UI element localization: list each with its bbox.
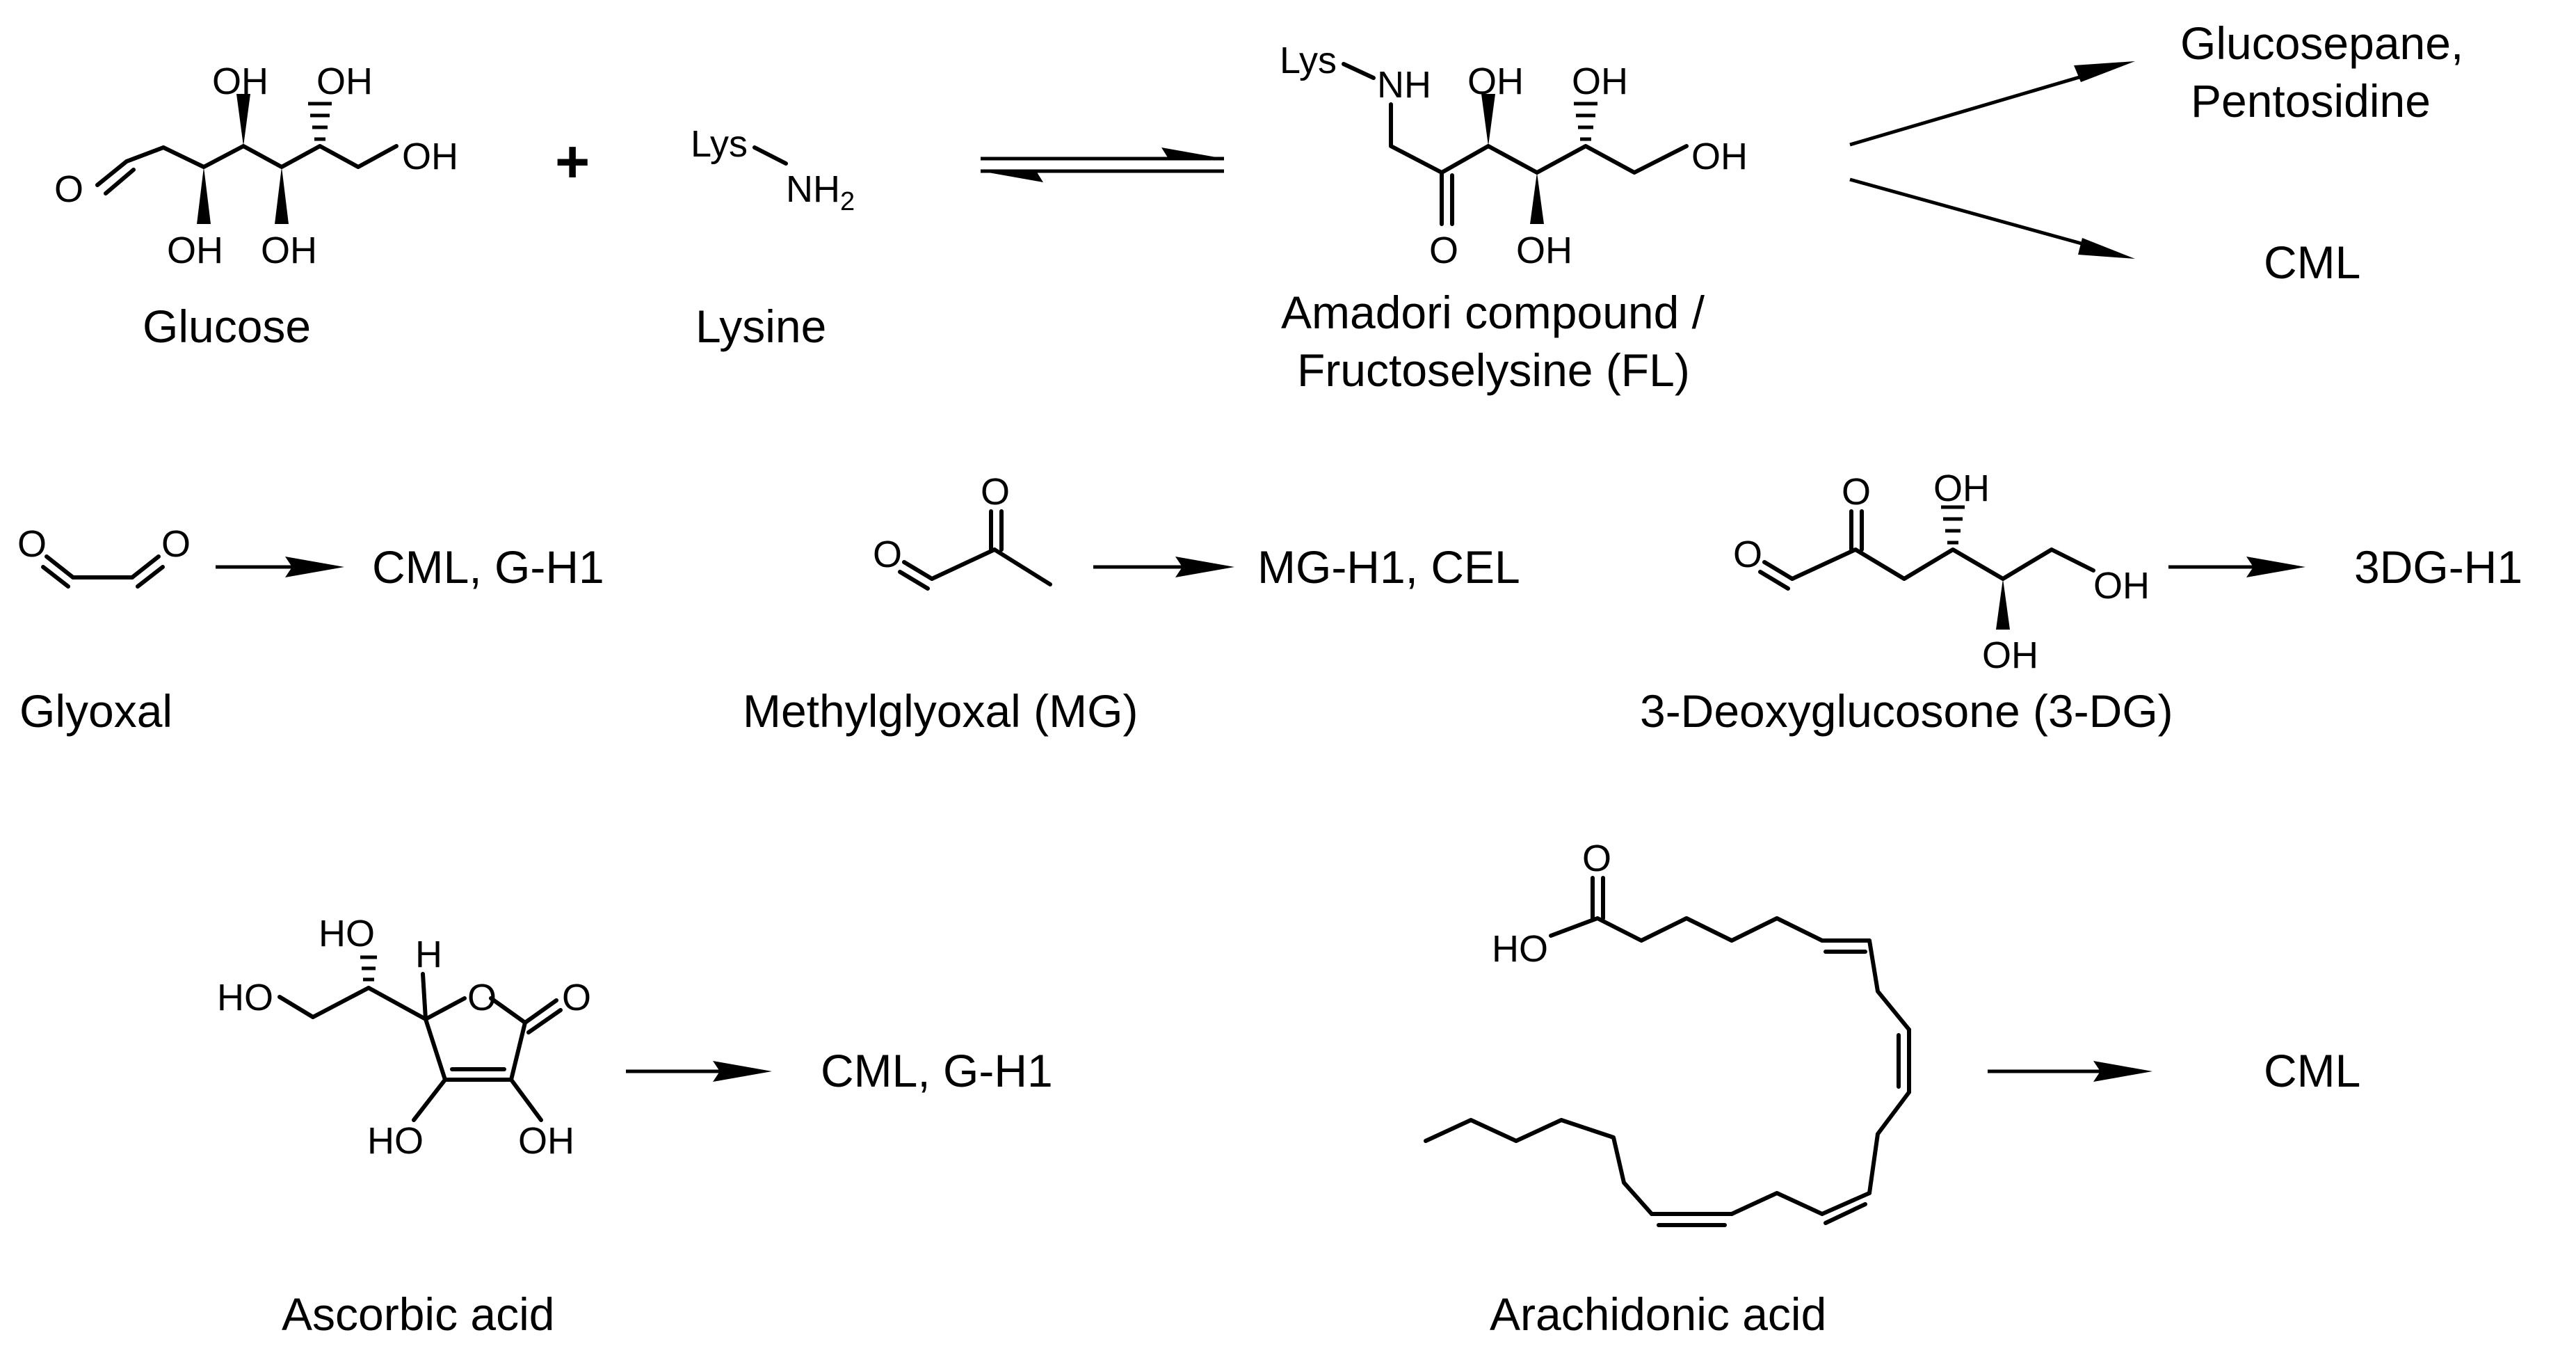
arachidonic-o: O: [1582, 838, 1611, 879]
arrow-ascorbic: [626, 1061, 772, 1082]
glucose-aldehyde-o: O: [54, 168, 83, 210]
glucose-oh-c4: OH: [261, 230, 317, 271]
glyoxal-o-2: O: [161, 523, 191, 565]
plus-sign: +: [555, 129, 590, 195]
product-pentosidine: Pentosidine: [2191, 75, 2431, 127]
amadori-lys-label: Lys: [1280, 40, 1337, 81]
amadori-name-line1: Amadori compound /: [1281, 287, 1705, 338]
arrow-arachidonic: [1988, 1061, 2152, 1082]
ascorbic-o-carbonyl: O: [562, 977, 591, 1018]
ascorbic-oh-bottom: OH: [518, 1120, 574, 1162]
deoxyglucosone-name: 3-Deoxyglucosone (3-DG): [1640, 685, 2173, 737]
lysine-structure: Lys NH2: [691, 123, 855, 216]
product-ascorbic: CML, G-H1: [821, 1045, 1053, 1096]
dg-oh-2: OH: [1982, 634, 2038, 676]
lysine-name: Lysine: [695, 301, 826, 352]
mg-o-aldehyde: O: [873, 534, 902, 575]
ascorbic-structure: HO H HO O O HO OH: [217, 913, 591, 1162]
methylglyoxal-structure: O O: [873, 471, 1052, 591]
glucose-name: Glucose: [143, 301, 311, 352]
product-deoxyglucosone: 3DG-H1: [2354, 541, 2522, 593]
amadori-oh-4: OH: [1691, 136, 1748, 177]
arachidonic-ho: HO: [1492, 928, 1548, 970]
amadori-keto-o: O: [1429, 230, 1458, 271]
product-glucosepane: Glucosepane,: [2180, 17, 2463, 69]
glyoxal-structure: O O: [17, 523, 191, 589]
mg-o-keto: O: [981, 471, 1010, 513]
ascorbic-h: H: [415, 934, 442, 975]
ascorbic-ho-left: HO: [217, 977, 273, 1018]
dg-oh-1: OH: [1933, 467, 1990, 509]
arrow-glyoxal: [216, 557, 344, 577]
deoxyglucosone-structure: O O OH OH OH: [1733, 467, 2150, 676]
ascorbic-ho-bottom: HO: [367, 1120, 424, 1162]
amadori-structure: Lys NH O OH OH OH OH: [1280, 40, 1748, 271]
glucose-oh-c6: OH: [402, 136, 458, 177]
amadori-oh-1: OH: [1467, 61, 1524, 102]
glucose-oh-c2: OH: [167, 230, 223, 271]
ascorbic-ho-top: HO: [319, 913, 375, 954]
dg-o-aldehyde: O: [1733, 534, 1762, 575]
arrow-to-cml-top: [1849, 177, 2135, 259]
methylglyoxal-name: Methylglyoxal (MG): [743, 685, 1138, 737]
arrow-to-glucosepane: [1849, 61, 2135, 147]
glyoxal-o-1: O: [17, 523, 47, 565]
lysine-lys-label: Lys: [691, 123, 748, 165]
product-methylglyoxal: MG-H1, CEL: [1257, 541, 1520, 593]
arachidonic-name: Arachidonic acid: [1490, 1288, 1826, 1340]
ascorbic-name: Ascorbic acid: [282, 1288, 555, 1340]
lysine-nh-label: NH2: [786, 168, 855, 216]
product-glyoxal: CML, G-H1: [372, 541, 604, 593]
arrow-deoxyglucosone: [2168, 557, 2305, 577]
arrow-methylglyoxal: [1093, 557, 1234, 577]
amadori-name-line2: Fructoselysine (FL): [1297, 344, 1690, 396]
glyoxal-name: Glyoxal: [19, 685, 172, 737]
equilibrium-arrow: [981, 147, 1224, 182]
product-arachidonic: CML: [2264, 1045, 2360, 1096]
arachidonic-structure: O HO: [1424, 838, 1911, 1227]
amadori-nh-label: NH: [1377, 64, 1431, 106]
glucose-oh-c3: OH: [212, 61, 268, 102]
glucose-structure: O OH OH OH OH OH: [54, 61, 458, 271]
amadori-oh-3: OH: [1572, 61, 1628, 102]
amadori-oh-2: OH: [1516, 230, 1572, 271]
dg-o-keto: O: [1842, 471, 1871, 513]
dg-oh-3: OH: [2093, 565, 2150, 607]
glucose-oh-c5: OH: [316, 61, 373, 102]
product-cml-top: CML: [2264, 237, 2360, 288]
